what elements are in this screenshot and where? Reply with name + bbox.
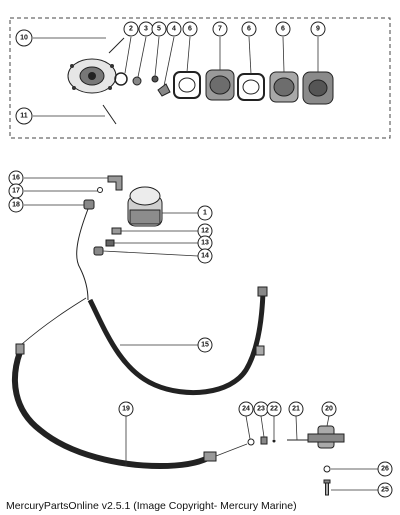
hose-clip (255, 345, 265, 356)
svg-text:7: 7 (218, 26, 222, 33)
svg-text:9: 9 (316, 26, 320, 33)
svg-text:24: 24 (242, 406, 250, 413)
vent-line (76, 208, 89, 301)
washer (323, 465, 331, 473)
svg-text:18: 18 (12, 202, 20, 209)
svg-text:6: 6 (188, 26, 192, 33)
fuel-pump (127, 186, 163, 227)
svg-text:6: 6 (247, 26, 251, 33)
svg-text:12: 12 (201, 228, 209, 235)
svg-text:11: 11 (20, 113, 28, 120)
callout-22: 22 (266, 401, 282, 417)
fitting-14 (93, 246, 104, 256)
callout-16: 16 (8, 170, 24, 186)
fuel-hose (87, 291, 266, 396)
callout-6a: 6 (182, 21, 198, 37)
svg-text:15: 15 (201, 342, 209, 349)
check-valve (151, 75, 159, 83)
callout-15: 15 (197, 337, 213, 353)
svg-text:6: 6 (281, 26, 285, 33)
callout-2: 2 (123, 21, 139, 37)
pump-cover (67, 58, 117, 94)
callout-20: 20 (321, 401, 337, 417)
bolt (323, 479, 331, 496)
callout-5: 5 (151, 21, 167, 37)
svg-text:26: 26 (381, 466, 389, 473)
callout-13: 13 (197, 235, 213, 251)
small-ring (97, 187, 103, 193)
fitting-18 (83, 199, 95, 210)
callout-11: 11 (15, 107, 33, 125)
callout-12: 12 (197, 223, 213, 239)
diaphragm (205, 69, 235, 101)
svg-text:22: 22 (270, 406, 278, 413)
svg-text:19: 19 (122, 406, 130, 413)
callout-3: 3 (138, 21, 154, 37)
part-24 (247, 438, 255, 446)
callout-6b: 6 (241, 21, 257, 37)
callout-10: 10 (15, 29, 33, 47)
svg-text:2: 2 (129, 26, 133, 33)
callout-21: 21 (288, 401, 304, 417)
elbow-fitting (107, 175, 123, 191)
callout-17: 17 (8, 183, 24, 199)
fitting-assembly (307, 425, 345, 449)
svg-text:3: 3 (144, 26, 148, 33)
svg-text:10: 10 (20, 35, 28, 42)
callout-19: 19 (118, 401, 134, 417)
svg-text:25: 25 (381, 487, 389, 494)
screw-10 (108, 37, 125, 54)
svg-text:13: 13 (201, 240, 209, 247)
fuel-hose-long (11, 350, 210, 470)
svg-text:4: 4 (172, 26, 176, 33)
callout-9: 9 (310, 21, 326, 37)
callout-4: 4 (166, 21, 182, 37)
pump-body (302, 71, 334, 105)
svg-text:17: 17 (12, 188, 20, 195)
callout-24: 24 (238, 401, 254, 417)
svg-text:23: 23 (257, 406, 265, 413)
fitting-13 (105, 239, 115, 247)
screw-11 (102, 104, 117, 125)
hose-end-top (257, 286, 268, 297)
callout-14: 14 (197, 248, 213, 264)
svg-text:21: 21 (292, 406, 300, 413)
copyright-caption: MercuryPartsOnline v2.5.1 (Image Copyrig… (6, 500, 297, 512)
callout-26: 26 (377, 461, 393, 477)
hose-fitting-right (203, 451, 217, 462)
part-23 (260, 436, 268, 445)
retainer (157, 83, 171, 97)
svg-text:14: 14 (201, 253, 209, 260)
seal (132, 76, 142, 86)
svg-text:20: 20 (325, 406, 333, 413)
callout-23: 23 (253, 401, 269, 417)
hose-fitting-left (15, 343, 25, 355)
o-ring (114, 72, 128, 86)
callout-25: 25 (377, 482, 393, 498)
part-22 (272, 439, 276, 443)
callout-7: 7 (212, 21, 228, 37)
kit-frame (9, 17, 391, 139)
svg-text:1: 1 (203, 210, 207, 217)
gasket-a (173, 71, 201, 99)
fitting-12 (111, 227, 122, 235)
svg-text:5: 5 (157, 26, 161, 33)
diaphragm-b (269, 71, 299, 103)
svg-text:16: 16 (12, 175, 20, 182)
callout-1: 1 (197, 205, 213, 221)
gasket-b (237, 73, 265, 101)
callout-6c: 6 (275, 21, 291, 37)
callout-18: 18 (8, 197, 24, 213)
